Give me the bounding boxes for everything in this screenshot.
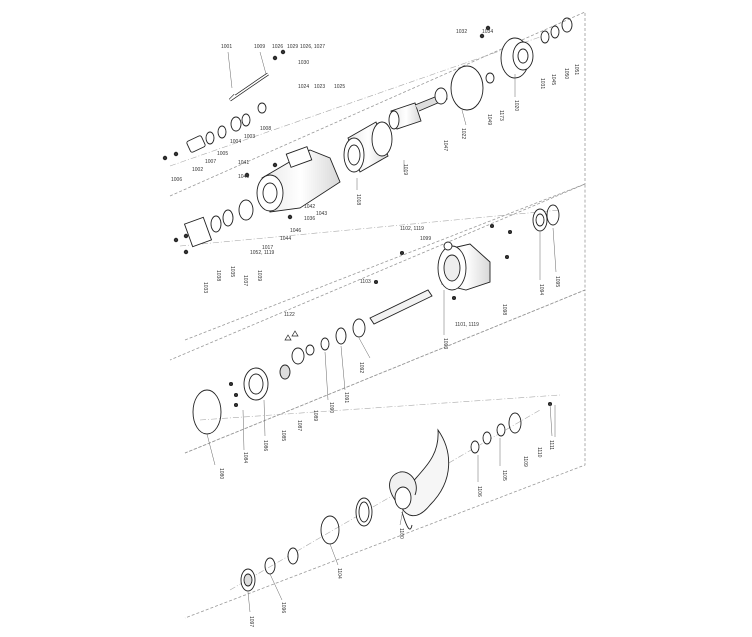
part-label: 1009 xyxy=(254,44,265,50)
part-label: 1004 xyxy=(230,139,241,145)
impeller-hub-stack xyxy=(243,318,366,401)
part-label: 1003 xyxy=(244,134,255,140)
pump-shaft xyxy=(369,289,433,325)
part-label: 1038 xyxy=(215,270,221,281)
propeller xyxy=(389,428,450,530)
part-label: 1007 xyxy=(205,159,216,165)
oring-large xyxy=(450,65,484,111)
part-label: 1024 xyxy=(298,84,309,90)
back-cover xyxy=(183,216,213,248)
part-label: 1001 xyxy=(221,44,232,50)
part-label: 1040 xyxy=(238,174,249,180)
frame-section-3 xyxy=(184,289,586,619)
part-label: 1103 xyxy=(360,279,371,285)
part-label: 1020 xyxy=(513,100,519,111)
part-label: 1049 xyxy=(486,114,492,125)
part-label: 1086 xyxy=(262,440,268,451)
part-label: 1029 xyxy=(287,44,298,50)
part-label: 1032 xyxy=(456,29,467,35)
part-label: 1002 xyxy=(192,167,203,173)
part-label: 1080 xyxy=(218,468,224,479)
part-label: 1100 xyxy=(398,528,404,539)
part-label: 1091 xyxy=(343,392,349,403)
part-label: 1051 xyxy=(573,64,579,75)
part-label: 1045 xyxy=(550,74,556,85)
part-label: 1046 xyxy=(290,228,301,234)
part-label: 1093 xyxy=(442,338,448,349)
part-label: 1173 xyxy=(498,110,504,121)
part-label: 1085 xyxy=(280,430,286,441)
part-label: 1105 xyxy=(501,470,507,481)
part-label: 1092 xyxy=(358,362,364,373)
stator xyxy=(343,121,393,173)
part-label: 1109 xyxy=(522,456,528,467)
part-label: 1097 xyxy=(248,616,254,627)
frame-section-1 xyxy=(169,11,586,361)
part-label: 1050 xyxy=(563,68,569,79)
part-label: 1018 xyxy=(355,194,361,205)
end-flange xyxy=(500,37,534,79)
part-label: 1023 xyxy=(314,84,325,90)
part-label: 1026 xyxy=(272,44,283,50)
section-2-parts xyxy=(192,204,560,435)
part-label: 1111 xyxy=(548,440,554,450)
part-label: 1026, 1027 xyxy=(300,44,325,50)
part-label: 1025 xyxy=(334,84,345,90)
part-label: 1102, 1119 xyxy=(400,226,424,232)
part-label: 1005 xyxy=(217,151,228,157)
part-label: 1044 xyxy=(280,236,291,242)
part-label: 1022 xyxy=(460,128,466,139)
part-label: 1101, 1119 xyxy=(455,322,479,328)
label-leaders xyxy=(206,51,557,613)
part-label: 1099 xyxy=(420,236,431,242)
bearing-housing xyxy=(437,241,491,291)
wear-ring-inner xyxy=(320,515,340,545)
part-label: 1008 xyxy=(260,126,271,132)
part-label: 1087 xyxy=(296,420,302,431)
part-label: 1031 xyxy=(539,78,545,89)
part-label: 1095 xyxy=(554,276,560,287)
part-label: 1017 xyxy=(262,245,273,251)
part-label: 1042 xyxy=(304,204,315,210)
part-label: 1037 xyxy=(242,275,248,286)
part-label: 1052, 1119 xyxy=(250,250,275,256)
part-label: 1104 xyxy=(336,568,342,579)
oring-section-2 xyxy=(192,389,222,435)
part-label: 1019 xyxy=(402,164,408,175)
part-label: 1006 xyxy=(171,177,182,183)
part-label: 1106 xyxy=(476,486,482,497)
part-label: 1041 xyxy=(238,160,249,166)
part-label: 1036 xyxy=(304,216,315,222)
cable-gland xyxy=(186,135,206,153)
part-label: 1094 xyxy=(538,284,544,295)
part-label: 1122 xyxy=(284,312,295,318)
part-label: 1030 xyxy=(298,60,309,66)
part-label: 1098 xyxy=(501,304,507,315)
part-label: 1035 xyxy=(229,266,235,277)
part-label: 1090 xyxy=(328,402,334,413)
part-label: 1033 xyxy=(202,282,208,293)
part-label: 1047 xyxy=(442,140,448,151)
part-label: 1084 xyxy=(242,452,248,463)
part-label: 1096 xyxy=(280,602,286,613)
part-label: 1034 xyxy=(482,29,493,35)
section-3-parts xyxy=(240,412,522,592)
part-label: 1043 xyxy=(316,211,327,217)
part-label: 1089 xyxy=(312,410,318,421)
part-label: 1039 xyxy=(256,270,262,281)
section-1-parts xyxy=(162,17,573,255)
dowel-pins xyxy=(284,330,299,341)
part-label: 1110 xyxy=(536,447,542,458)
section-frames xyxy=(169,11,586,619)
